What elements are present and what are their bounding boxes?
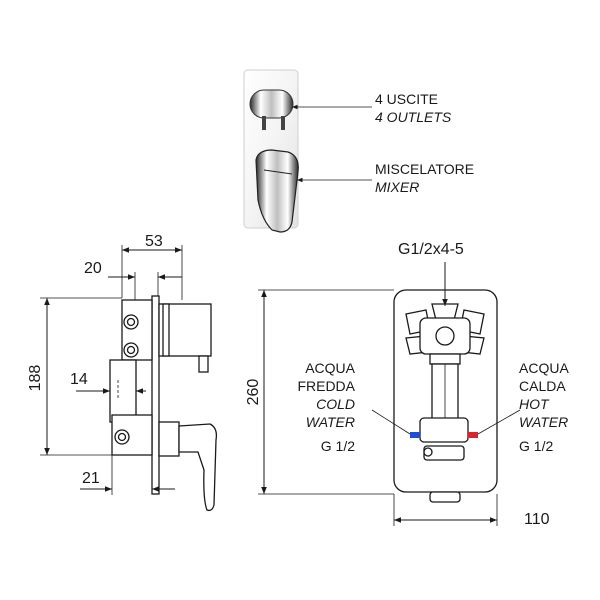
side-view <box>109 295 218 512</box>
outlets-label-it: 4 USCITE <box>375 91 438 107</box>
outlets-label-en: 4 OUTLETS <box>375 109 452 125</box>
hot-label-5: G 1/2 <box>519 438 553 454</box>
hot-label-2: CALDA <box>519 378 566 394</box>
dim-110: 110 <box>524 511 550 528</box>
cold-label-1: ACQUA <box>305 360 355 376</box>
cold-label-2: FREDDA <box>297 378 355 394</box>
side-dimensions <box>40 245 183 495</box>
side-mixer-lever <box>178 423 218 512</box>
dim-20: 20 <box>84 260 102 277</box>
front-mixer-body <box>419 417 469 443</box>
diverter-stem-2 <box>281 116 285 130</box>
front-dimensions <box>258 289 498 526</box>
hot-label-4: WATER <box>519 414 568 430</box>
hot-inlet-marker <box>468 432 478 438</box>
connection-top-label: G1/2x4-5 <box>398 241 464 258</box>
mixer-label-en: MIXER <box>375 179 419 195</box>
side-mixer-base <box>158 421 180 457</box>
side-cover-plate <box>151 295 160 495</box>
front-bottom-tab <box>429 491 461 503</box>
cold-label-3: COLD <box>316 396 355 412</box>
hot-label-3: HOT <box>519 396 550 412</box>
side-diverter-stem <box>198 355 209 373</box>
cold-label-4: WATER <box>306 414 355 430</box>
product-render <box>243 69 299 233</box>
dim-53: 53 <box>145 233 163 250</box>
dim-14: 14 <box>70 371 88 388</box>
diverter-knob <box>249 89 294 119</box>
dim-21: 21 <box>82 470 100 487</box>
callout-leaders <box>292 104 372 183</box>
front-diverter-neck <box>429 353 461 365</box>
cold-inlet-marker <box>410 432 420 438</box>
mixer-label-it: MISCELATORE <box>375 161 474 177</box>
cold-label-5: G 1/2 <box>321 438 355 454</box>
dim-188: 188 <box>27 365 44 392</box>
dim-260: 260 <box>245 379 262 406</box>
hot-label-1: ACQUA <box>519 360 569 376</box>
diverter-stem <box>262 116 266 130</box>
front-view <box>371 262 521 503</box>
side-body-pipe <box>109 359 137 423</box>
